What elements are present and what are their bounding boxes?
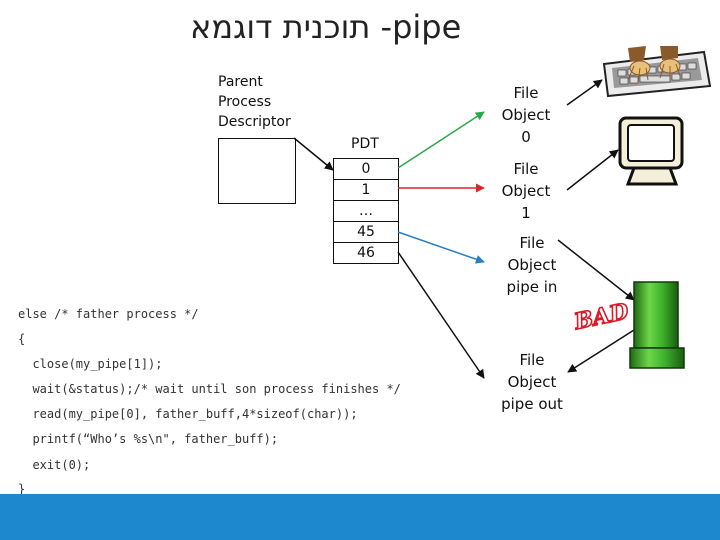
file-object-line: Object — [501, 106, 551, 124]
pdt-row-46: 46 — [357, 245, 375, 261]
file-object-1: File Object 1 — [490, 158, 562, 224]
arrow-pdt-46-to-pipe-out — [397, 251, 485, 379]
arrow-file-object-0-to-keyboard — [566, 79, 603, 106]
code-line: wait(&status);/* wait until son process … — [18, 382, 401, 396]
ppd-label-line: Descriptor — [218, 114, 291, 130]
file-object-line: File — [519, 234, 545, 252]
file-object-line: pipe out — [501, 395, 563, 413]
footer-bar — [0, 494, 720, 540]
ppd-label-line: Parent — [218, 74, 263, 90]
parent-process-descriptor-label: Parent Process Descriptor — [218, 72, 291, 132]
pdt-row-0: 0 — [334, 159, 398, 180]
arrow-pdt-45-to-pipe-in — [397, 231, 485, 264]
code-line: else /* father process */ — [18, 307, 199, 321]
pdt-label: PDT — [351, 136, 379, 152]
file-object-line: pipe in — [506, 278, 558, 296]
file-object-line: 1 — [521, 204, 531, 222]
file-object-line: File — [513, 84, 539, 102]
keyboard-icon — [602, 46, 712, 98]
bad-stamp-text: BAD — [571, 298, 630, 335]
arrow-file-object-1-to-monitor — [566, 149, 619, 191]
bad-stamp-icon: BAD — [570, 297, 630, 336]
file-object-line: Object — [507, 373, 557, 391]
code-line: exit(0); — [18, 458, 91, 472]
monitor-icon — [618, 116, 684, 186]
code-line: { — [18, 332, 26, 346]
file-object-line: File — [513, 160, 539, 178]
file-object-line: 0 — [521, 128, 531, 146]
file-object-pipe-in: File Object pipe in — [494, 232, 570, 298]
ppd-label-line: Process — [218, 94, 272, 110]
arrow-pdt-0-to-file-object-0 — [397, 111, 485, 169]
pipe-icon — [629, 281, 685, 369]
file-object-pipe-out: File Object pipe out — [492, 349, 572, 415]
code-line: close(my_pipe[1]); — [18, 357, 163, 371]
pdt-row-45: 45 — [334, 222, 398, 243]
code-line: printf(“Who’s %s\n", father_buff); — [18, 432, 279, 446]
page-title: תוכנית דוגמא -pipe — [190, 8, 462, 46]
file-object-line: File — [519, 351, 545, 369]
file-object-line: Object — [501, 182, 551, 200]
file-object-0: File Object 0 — [490, 82, 562, 148]
arrow-pipe-in-to-pipe — [557, 239, 635, 301]
code-line: read(my_pipe[0], father_buff,4*sizeof(ch… — [18, 407, 358, 421]
arrow-pipe-to-pipe-out — [567, 329, 635, 373]
pdt-row-ellipsis: … — [334, 201, 398, 222]
arrow-ppd-to-pdt — [293, 137, 334, 171]
parent-process-descriptor-box — [218, 138, 296, 204]
pdt-row-1: 1 — [334, 180, 398, 201]
pdt-table: 0 1 … 45 46 — [333, 158, 399, 264]
file-object-line: Object — [507, 256, 557, 274]
code-line: } — [18, 482, 26, 496]
